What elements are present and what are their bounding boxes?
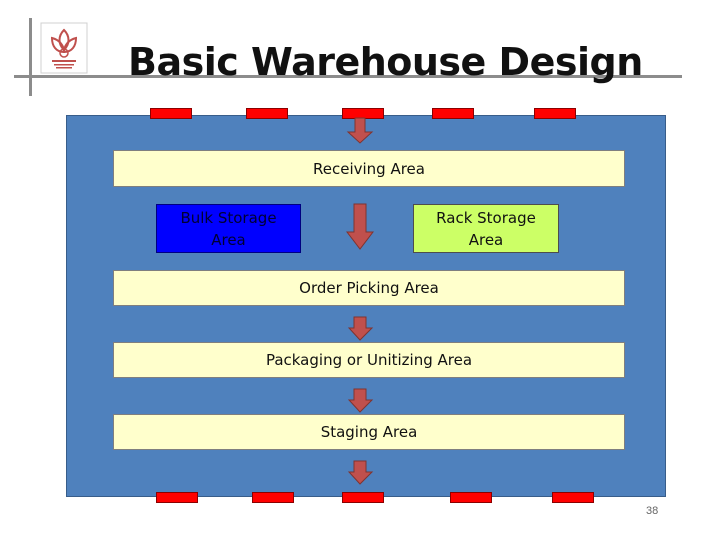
receiving-area-label: Receiving Area — [313, 159, 425, 178]
shipping-dock-4 — [450, 492, 492, 503]
flow-arrow-to-order-picking — [345, 203, 375, 250]
order-picking-label: Order Picking Area — [299, 279, 439, 297]
receiving-dock-2 — [246, 108, 288, 119]
staging-area: Staging Area — [113, 414, 625, 450]
rack-storage-area: Rack Storage Area — [413, 204, 559, 253]
flow-arrow-to-shipping — [347, 460, 374, 485]
header-horizontal-rule — [14, 75, 682, 78]
packaging-label: Packaging or Unitizing Area — [265, 351, 473, 369]
rack-storage-label-line1: Rack Storage — [436, 208, 536, 227]
bulk-storage-label-line1: Bulk Storage — [180, 208, 277, 227]
receiving-area: Receiving Area — [113, 150, 625, 187]
flow-arrow-to-staging — [347, 388, 374, 413]
shipping-dock-2 — [252, 492, 294, 503]
receiving-dock-1 — [150, 108, 192, 119]
staging-label: Staging Area — [320, 423, 418, 441]
bulk-storage-label-line2: Area — [211, 230, 246, 249]
bulk-storage-area: Bulk Storage Area — [156, 204, 301, 253]
slide-title: Basic Warehouse Design — [128, 40, 643, 84]
rack-storage-label-line2: Area — [468, 230, 504, 249]
packaging-area: Packaging or Unitizing Area — [113, 342, 625, 378]
university-logo — [40, 22, 88, 74]
receiving-dock-5 — [534, 108, 576, 119]
page-number: 38 — [646, 505, 659, 517]
shipping-dock-3 — [342, 492, 384, 503]
receiving-dock-4 — [432, 108, 474, 119]
header-vertical-rule — [29, 18, 32, 96]
shipping-dock-1 — [156, 492, 198, 503]
flow-arrow-into-receiving — [346, 117, 374, 144]
order-picking-area: Order Picking Area — [113, 270, 625, 306]
flow-arrow-to-packaging — [347, 316, 374, 341]
shipping-dock-5 — [552, 492, 594, 503]
